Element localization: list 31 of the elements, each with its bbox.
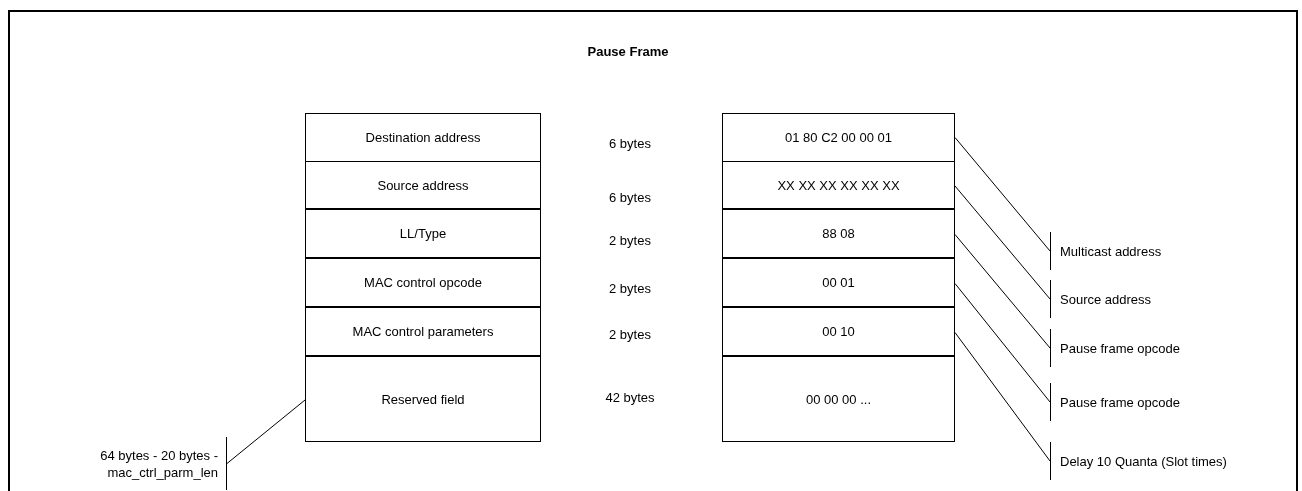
annotation: 64 bytes - 20 bytes - mac_ctrl_parm_len — [40, 437, 227, 490]
annotation: Pause frame opcode — [1050, 329, 1290, 367]
frame-field: 00 10 — [722, 307, 955, 356]
frame-field: Reserved field — [305, 356, 541, 442]
frame-field: 88 08 — [722, 209, 955, 258]
leader-line — [954, 332, 1051, 462]
frame-field: Destination address — [305, 113, 541, 162]
leader-line — [954, 283, 1051, 403]
byte-count: 2 bytes — [608, 280, 652, 297]
leader-line — [954, 185, 1051, 300]
annotation: Source address — [1050, 280, 1290, 318]
byte-count: 6 bytes — [608, 135, 652, 152]
frame-field: 00 00 00 ... — [722, 356, 955, 442]
frame-field: 00 01 — [722, 258, 955, 307]
leader-line — [954, 137, 1051, 252]
byte-count: 2 bytes — [608, 326, 652, 343]
frame-field: LL/Type — [305, 209, 541, 258]
byte-count: 2 bytes — [608, 232, 652, 249]
frame-field: MAC control parameters — [305, 307, 541, 356]
frame-field: MAC control opcode — [305, 258, 541, 307]
frame-field: XX XX XX XX XX XX — [722, 161, 955, 209]
frame-field: Source address — [305, 161, 541, 209]
diagram-title: Pause Frame — [586, 43, 670, 61]
byte-count: 42 bytes — [604, 389, 656, 406]
leader-line — [954, 234, 1051, 349]
frame-field: 01 80 C2 00 00 01 — [722, 113, 955, 162]
annotation: Delay 10 Quanta (Slot times) — [1050, 442, 1290, 480]
annotation: Multicast address — [1050, 232, 1290, 270]
byte-count: 6 bytes — [608, 189, 652, 206]
annotation: Pause frame opcode — [1050, 383, 1290, 421]
leader-line — [226, 399, 306, 464]
